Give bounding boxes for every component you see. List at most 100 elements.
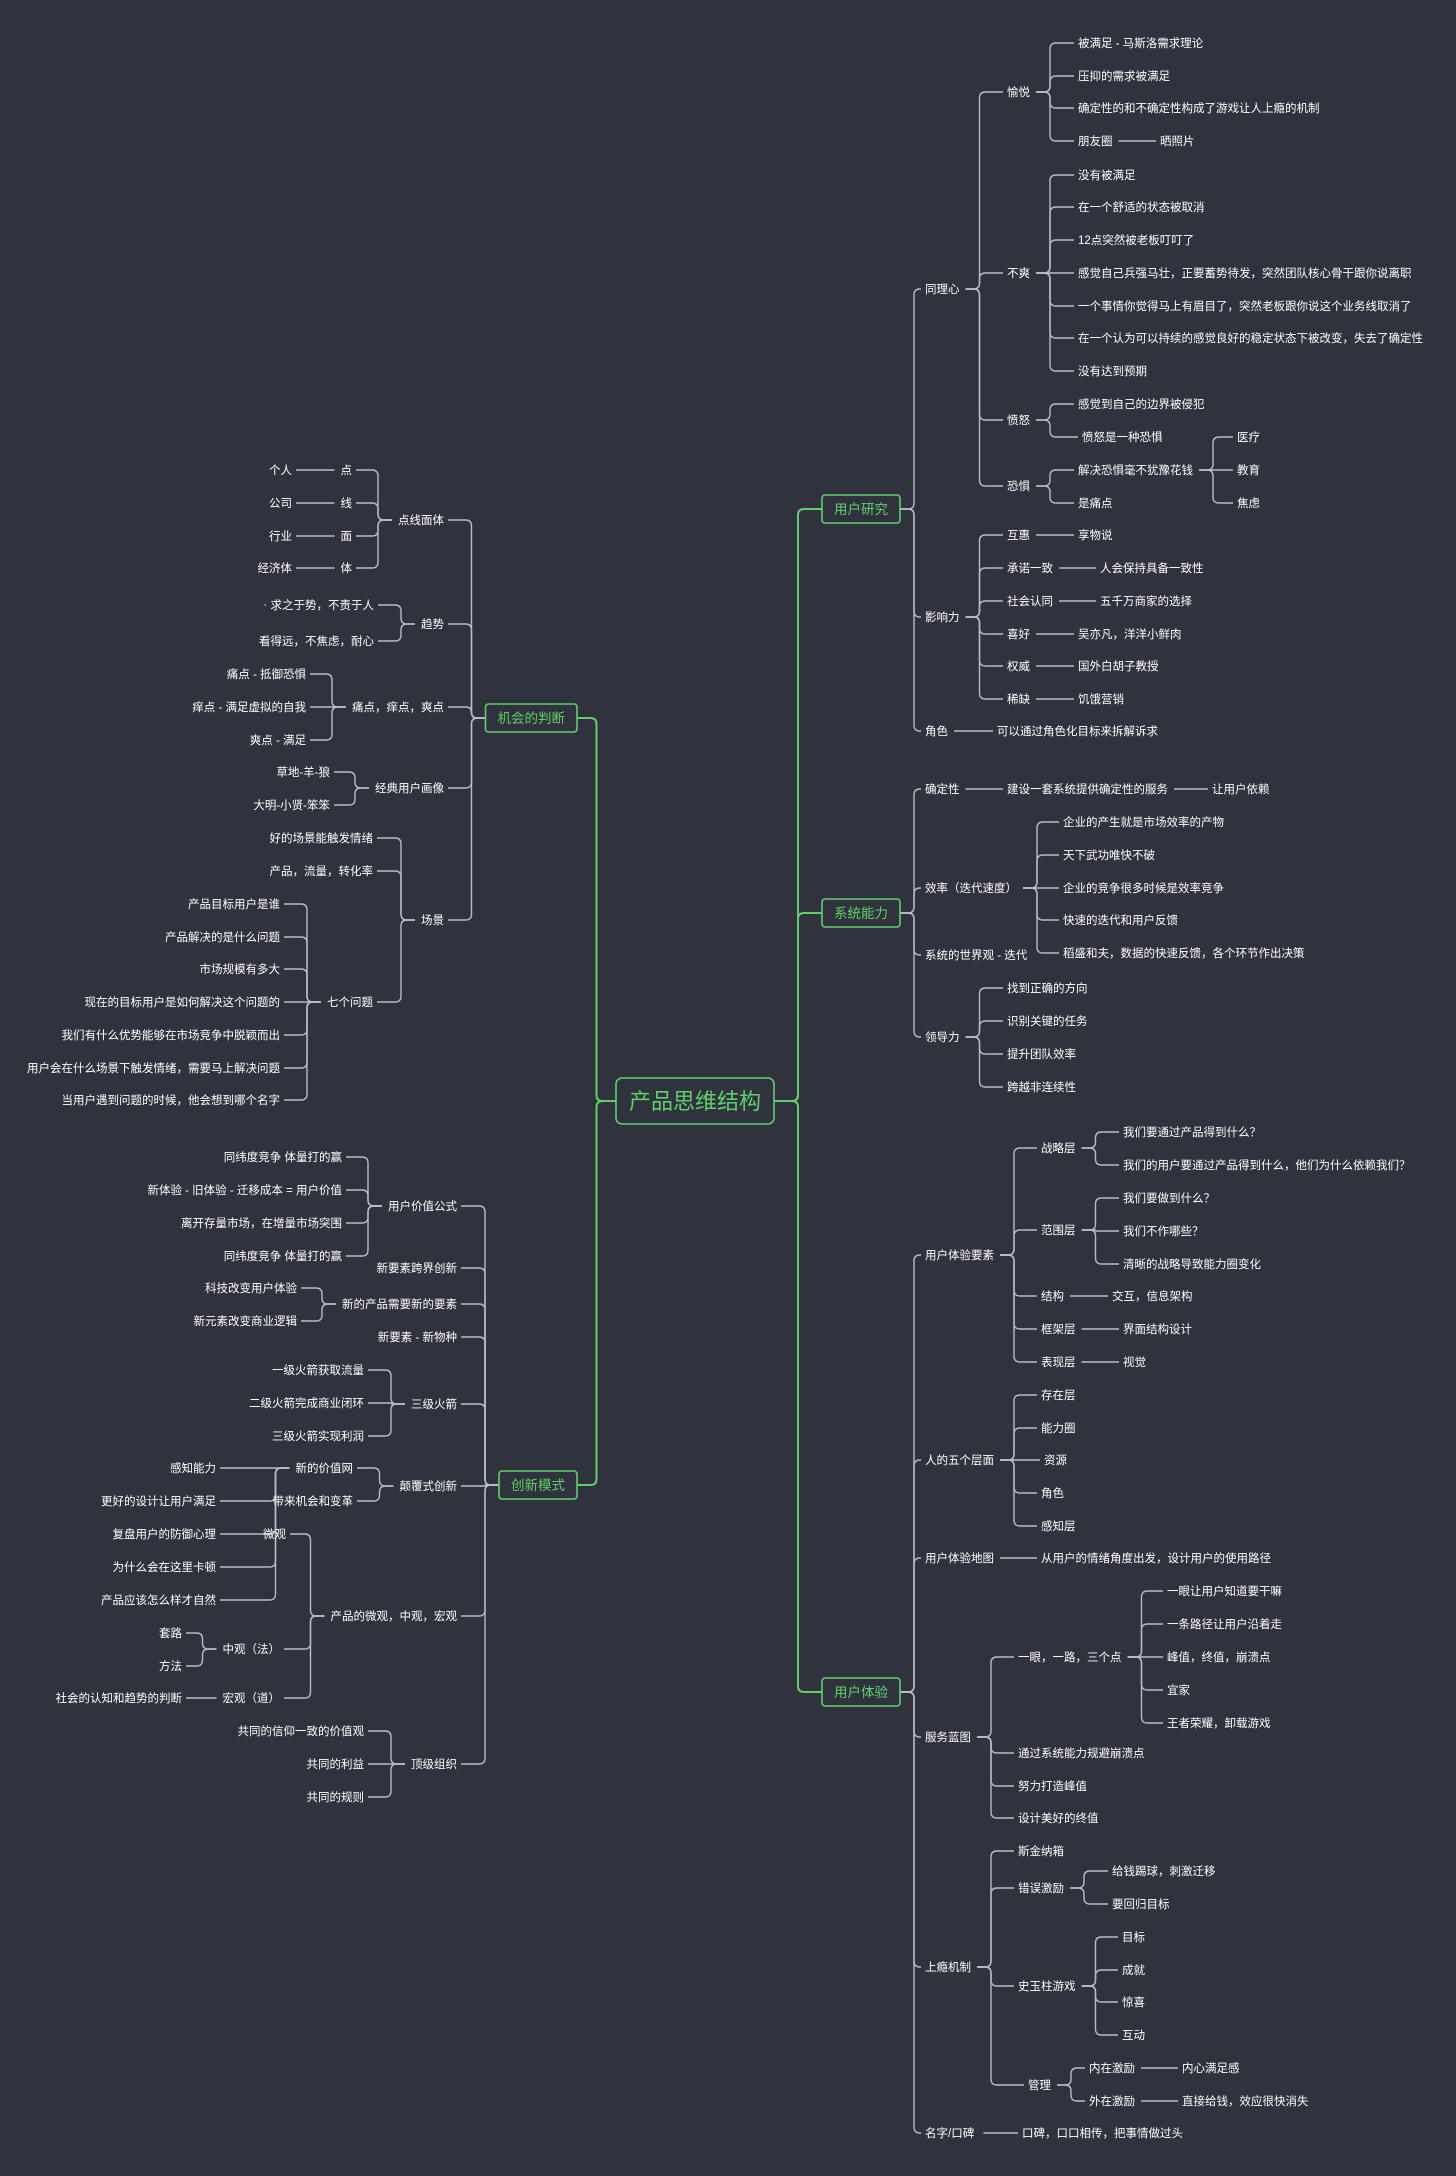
- connector: [1070, 1887, 1108, 1905]
- node-label-1-6-1: 中观（法）: [223, 1642, 281, 1656]
- node-label-0-4-2-2: 市场规模有多大: [200, 962, 281, 976]
- branch-node-0[interactable]: 机会的判断: [484, 703, 578, 733]
- root-node[interactable]: 产品思维结构: [615, 1077, 775, 1125]
- node-label-0-1-3: 喜好: [1007, 627, 1030, 641]
- connector: [965, 1020, 1003, 1038]
- connector: [1057, 2067, 1085, 2086]
- connector: [900, 912, 921, 956]
- connector: [1081, 1147, 1119, 1166]
- node-label-2-0-1-1: 我们不作哪些？: [1123, 1224, 1204, 1238]
- connector: [368, 1369, 405, 1405]
- branch-box: [821, 898, 901, 928]
- connector: [310, 706, 346, 741]
- branch-node-2[interactable]: 用户体验: [821, 1677, 901, 1707]
- node-label-0-1-5: 稀缺: [1007, 692, 1030, 706]
- node-label-0-0-3-1: 是痛点: [1078, 496, 1113, 510]
- node-label-0-1-1: 承诺一致: [1007, 561, 1053, 575]
- connector: [1081, 1985, 1118, 2003]
- connector: [186, 1648, 217, 1667]
- connector: [310, 673, 346, 708]
- node-label-2-0-0-0: 我们要通过产品得到什么？: [1123, 1125, 1261, 1139]
- connector: [1036, 174, 1074, 274]
- branch-node-0[interactable]: 用户研究: [821, 494, 901, 524]
- node-label-1-3-1: 识别关键的任务: [1007, 1014, 1088, 1028]
- node-label-1-2-0: 科技改变用户体验: [205, 1281, 297, 1295]
- node-label-2-3-0-1: 一条路径让用户沿着走: [1167, 1617, 1282, 1631]
- connector: [1036, 75, 1074, 93]
- node-label-1-4-1: 二级火箭完成商业闭环: [249, 1396, 364, 1410]
- node-label-0-2: 痛点，痒点，爽点: [352, 700, 444, 714]
- node-label-2-0-3-0: 界面结构设计: [1123, 1322, 1192, 1336]
- node-label-1-1-4: 稻盛和夫，数据的快速反馈，各个环节作出决策: [1063, 946, 1305, 960]
- node-label-1-5-0: 新的价值网: [296, 1461, 354, 1475]
- connector: [357, 1467, 394, 1487]
- node-label-0-4-0: 好的场景能触发情绪: [270, 831, 374, 845]
- node-label-1-1-1: 天下武功唯快不破: [1063, 848, 1155, 862]
- connector: [461, 1267, 499, 1486]
- branch-box: [821, 494, 901, 524]
- connector: [577, 717, 616, 1102]
- node-label-1-7-0: 共同的信仰一致的价值观: [238, 1724, 365, 1738]
- connector: [368, 1402, 405, 1405]
- node-label-0-4-2-0: 产品目标用户是谁: [188, 897, 280, 911]
- node-label-2-0-0: 战略层: [1041, 1141, 1076, 1155]
- node-label-0-0-0-1: 压抑的需求被满足: [1078, 69, 1170, 83]
- branch-box: [484, 703, 578, 733]
- node-label-0-0-2-0: 行业: [269, 530, 292, 543]
- node-label-2-1-2: 资源: [1044, 1453, 1067, 1467]
- node-label-2-1-0: 存在层: [1041, 1388, 1076, 1402]
- connector: [284, 903, 321, 1003]
- node-label-0-0-2-0: 感觉到自己的边界被侵犯: [1078, 397, 1205, 411]
- connector: [977, 1887, 1014, 1968]
- connector: [965, 616, 1003, 635]
- node-label-2-3-0-3: 宜家: [1167, 1683, 1190, 1697]
- connector: [448, 717, 486, 789]
- connector: [965, 272, 1003, 290]
- connector: [977, 1850, 1014, 1968]
- node-label-0-0-3-0-1: 教育: [1237, 463, 1260, 477]
- connector: [977, 1966, 1024, 2086]
- node-label-1-0-0: 建设一套系统提供确定性的服务: [1007, 782, 1168, 796]
- connector: [1000, 1459, 1037, 1527]
- node-label-1-6-2: 宏观（道）: [223, 1691, 281, 1705]
- node-label-0-1-4-0: 国外白胡子教授: [1078, 659, 1159, 673]
- connector: [346, 1156, 382, 1207]
- node-label-1-6-0: 微观: [263, 1527, 286, 1541]
- node-label-1-1: 效率（迭代速度）: [925, 881, 1017, 895]
- connector: [1023, 887, 1059, 921]
- node-label-2-4-2: 史玉柱游戏: [1018, 1979, 1076, 1993]
- node-label-2-3-0-4: 王者荣耀，卸载游戏: [1167, 1716, 1271, 1730]
- mind-map-nodes: 产品思维结构 机会的判断点线面体点个人线公司面行业体经济体趋势求之于势，不责于人…: [27, 36, 1423, 2140]
- node-label-1-1: 新要素跨界创新: [377, 1261, 458, 1275]
- connector: [965, 288, 1003, 487]
- branch-node-1[interactable]: 创新模式: [498, 1470, 578, 1500]
- connector: [1036, 485, 1074, 504]
- connector: [356, 519, 392, 569]
- node-label-2-5: 名字/口碑: [925, 2126, 975, 2140]
- connector: [965, 600, 1003, 618]
- node-label-1-2-1: 新元素改变商业逻辑: [194, 1314, 298, 1328]
- node-label-1-0-0: 同纬度竞争 体量打的赢: [224, 1150, 343, 1164]
- branch-node-1[interactable]: 系统能力: [821, 898, 901, 928]
- connector: [1036, 272, 1074, 307]
- node-label-0-0-0-3: 朋友圈: [1078, 134, 1113, 148]
- connector: [356, 502, 392, 521]
- node-label-2-1-4: 感知层: [1041, 1519, 1076, 1533]
- node-label-1-7-1: 共同的利益: [307, 1757, 365, 1771]
- node-label-1-7: 顶级组织: [411, 1757, 457, 1771]
- node-label-0-4-2-6: 当用户遇到问题的时候，他会想到哪个名字: [62, 1093, 281, 1107]
- connector: [1199, 436, 1233, 471]
- node-label-2-4-3-0-0: 内心满足感: [1182, 2061, 1240, 2075]
- connector: [461, 1484, 499, 1487]
- root-node-label: 产品思维结构: [629, 1089, 761, 1114]
- connector: [368, 1763, 405, 1798]
- connector: [900, 288, 921, 510]
- node-label-0-4-2-4: 我们有什么优势能够在市场竞争中脱颖而出: [62, 1028, 281, 1042]
- node-label-1-6-1-1: 方法: [159, 1659, 182, 1673]
- connector: [301, 1287, 336, 1305]
- connector: [334, 771, 369, 789]
- connector: [1036, 91, 1074, 142]
- connector: [368, 1730, 405, 1765]
- connector: [900, 1254, 921, 1693]
- node-label-0-0-0-0: 被满足 - 马斯洛需求理论: [1078, 36, 1204, 50]
